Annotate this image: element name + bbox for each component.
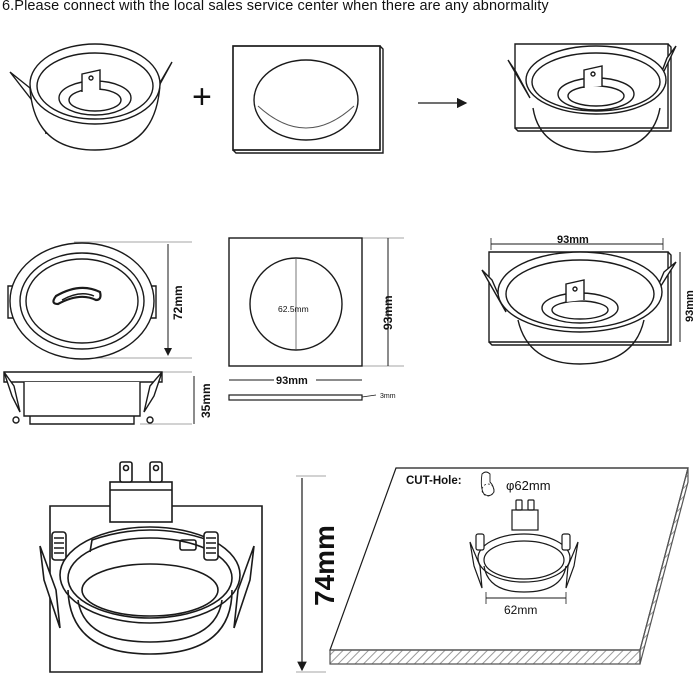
square-plate-perspective	[232, 45, 384, 154]
plate-thickness-label: 3mm	[380, 393, 396, 400]
cut-hole-label: CUT-Hole:	[406, 475, 462, 487]
ring-depth-label: 35mm	[199, 383, 213, 418]
plate-diameter-label: 62.5mm	[278, 304, 309, 314]
plate-front-view	[228, 237, 404, 367]
plate-height-label: 93mm	[381, 295, 395, 330]
ring-height-label: 72mm	[171, 285, 185, 320]
cut-hole-diameter-label: φ62mm	[506, 478, 551, 493]
ring-fixture-perspective	[9, 43, 173, 151]
assembled-width-label: 93mm	[557, 234, 589, 246]
ring-depth-dimension: 35mm	[193, 376, 213, 424]
plate-width-label: 93mm	[276, 375, 308, 387]
assembled-height-label: 93mm	[684, 290, 696, 322]
instruction-heading: 6.Please connect with the local sales se…	[2, 0, 549, 14]
ring-side-view	[3, 371, 192, 425]
ring-height-dimension: 72mm	[164, 244, 185, 356]
ceiling-panel-install	[329, 467, 689, 665]
assembled-fixture-perspective	[507, 43, 677, 153]
total-height-label: 74mm	[309, 525, 340, 606]
ring-top-view	[7, 241, 192, 360]
assembled-fixture-dimensioned	[481, 251, 677, 365]
install-width-label: 62mm	[504, 603, 537, 617]
plate-width-dimension: 93mm	[229, 372, 362, 387]
total-height-dimension: 74mm	[296, 475, 340, 673]
plate-height-dimension: 93mm	[381, 238, 395, 366]
fixture-section-view	[39, 461, 263, 673]
plus-sign: +	[192, 78, 212, 116]
assembled-width-dimension: 93mm	[490, 234, 664, 250]
assembled-height-dimension: 93mm	[679, 252, 696, 342]
plate-edge-view	[228, 394, 377, 401]
